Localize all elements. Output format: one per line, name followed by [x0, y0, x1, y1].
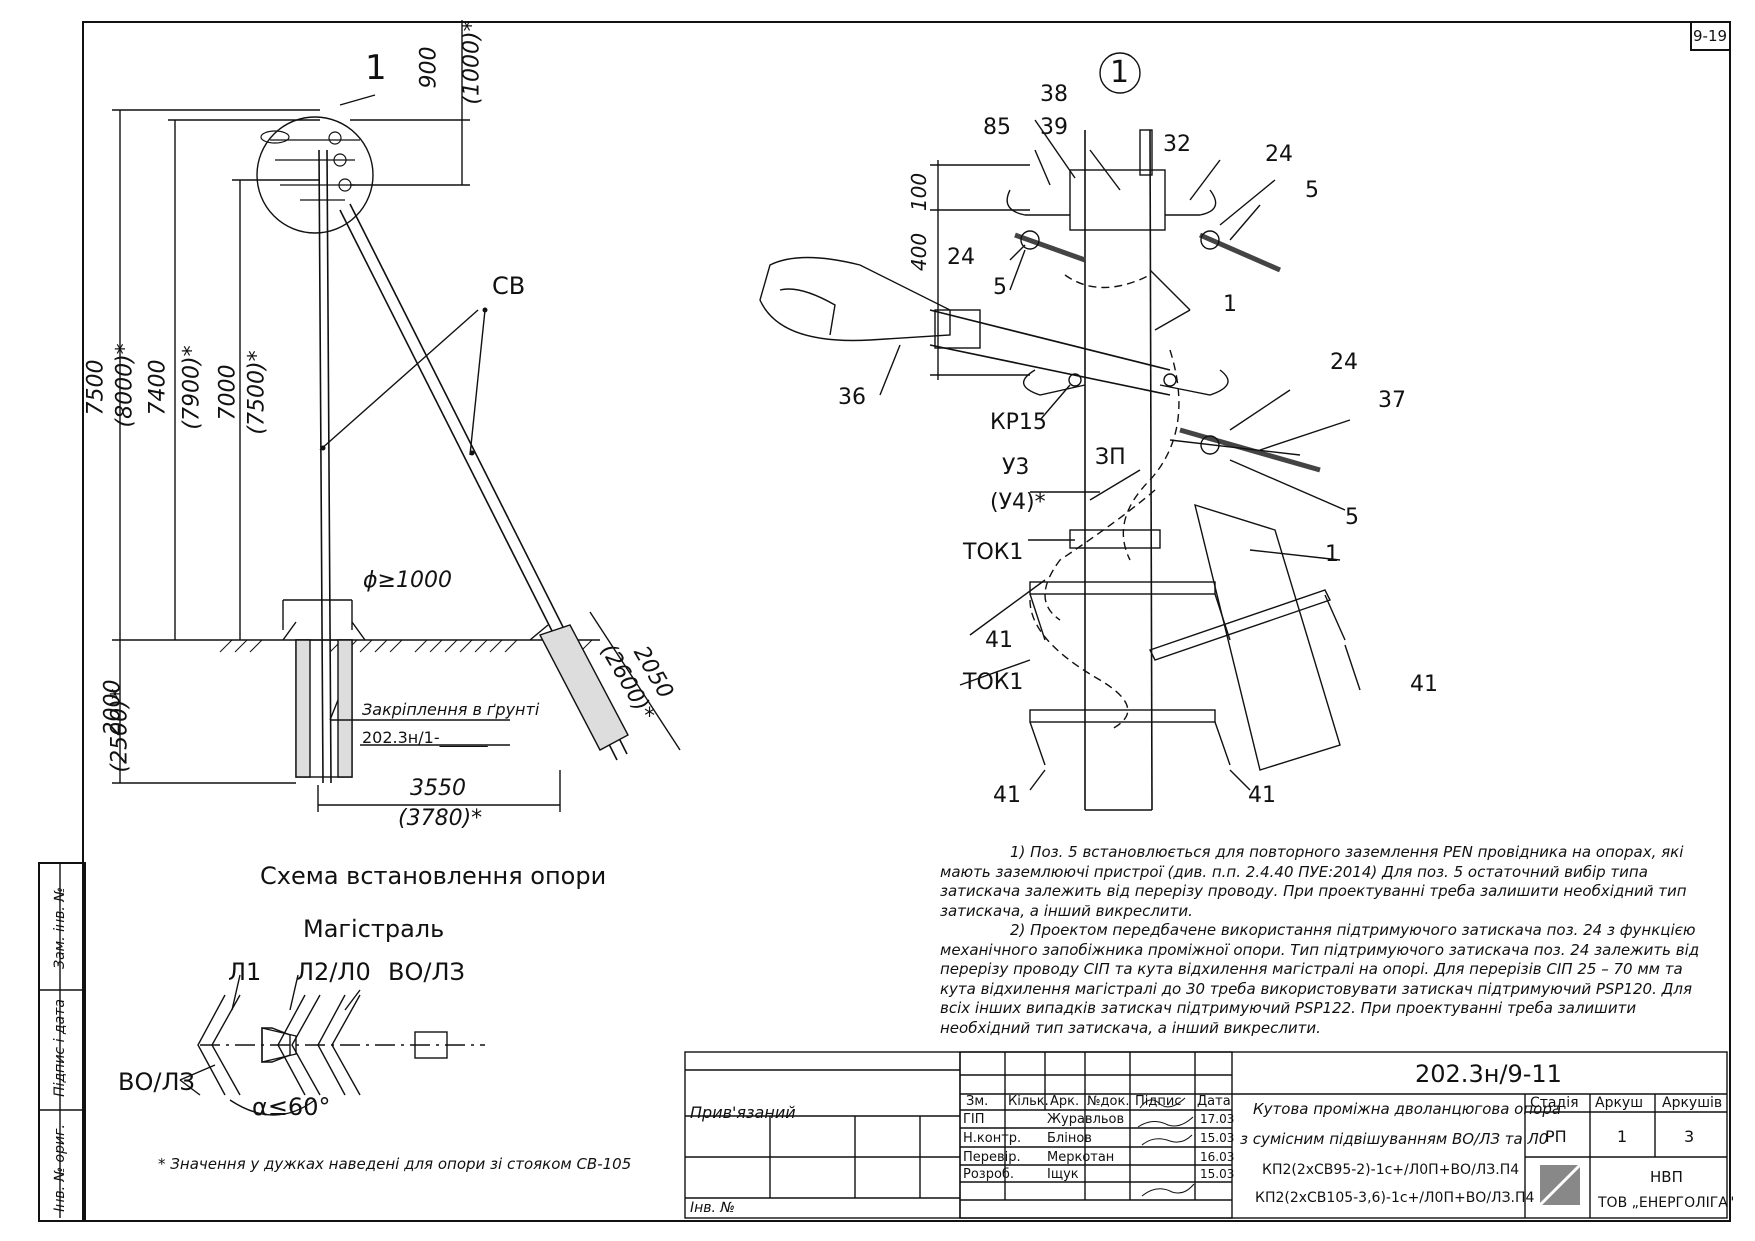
scheme-dim-h2-alt: (7900)* — [179, 345, 205, 430]
detail-tok1a: ТОК1 — [963, 540, 1024, 565]
detail-p24b: 24 — [947, 245, 975, 270]
detail-p24c: 24 — [1330, 350, 1358, 375]
detail-p41a: 41 — [985, 628, 1013, 653]
mag-title: Магістраль — [303, 915, 445, 943]
tb-h-sign: Підпис — [1135, 1094, 1182, 1109]
tb-name-1: Блінов — [1047, 1131, 1092, 1146]
scheme-dim-base: 3550 — [410, 776, 466, 801]
detail-u3: У3 — [1002, 455, 1030, 480]
detail-d400: 400 — [907, 232, 932, 272]
tb-bound: Прив'язаний — [690, 1103, 796, 1122]
mag-volz-left: ВО/ЛЗ — [118, 1068, 195, 1096]
detail-p5c: 5 — [1345, 505, 1359, 530]
scheme-title: Схема встановлення опори — [260, 862, 607, 890]
detail-p24a: 24 — [1265, 142, 1293, 167]
tb-title-3: КП2(2хСВ105-3,6)-1с+/Л0П+ВО/ЛЗ.П4 — [1255, 1190, 1535, 1206]
mag-l2l0: Л2/Л0 — [296, 958, 371, 986]
tb-sheet: 1 — [1617, 1127, 1628, 1146]
tb-title-2: КП2(2хСВ95-2)-1с+/Л0П+ВО/ЛЗ.П4 — [1262, 1162, 1520, 1178]
left-strip — [38, 862, 86, 1222]
tb-h-ark: Арк. — [1050, 1094, 1080, 1109]
tb-date-3: 15.03 — [1200, 1167, 1235, 1181]
detail-p37: 37 — [1378, 388, 1406, 413]
detail-p36: 36 — [838, 385, 866, 410]
tb-name-2: Меркотан — [1047, 1150, 1115, 1165]
footnote: * Значення у дужках наведені для опори з… — [158, 1155, 632, 1173]
detail-p38: 38 — [1040, 82, 1068, 107]
tb-date-0: 17.03 — [1200, 1112, 1235, 1126]
tb-date-2: 16.03 — [1200, 1150, 1235, 1164]
scheme-dim-h1-alt: (8000)* — [112, 343, 138, 428]
scheme-dim-h2: 7400 — [145, 359, 171, 416]
detail-p32: 32 — [1163, 132, 1191, 157]
tb-stage: РП — [1545, 1127, 1567, 1146]
detail-p1b: 1 — [1325, 542, 1339, 567]
detail-p85: 85 — [983, 115, 1011, 140]
detail-callout: 1 — [1110, 55, 1130, 90]
notes-block: 1) Поз. 5 встановлюється для повторного … — [940, 843, 1722, 1038]
tb-doc-code: 202.3н/9-11 — [1415, 1060, 1562, 1088]
scheme-dim-h3: 7000 — [215, 364, 241, 421]
tb-sheets-h: Аркушів — [1662, 1095, 1723, 1111]
detail-p1a: 1 — [1223, 292, 1237, 317]
tb-role-1: Н.контр. — [963, 1131, 1022, 1146]
scheme-dim-ground-alt: (2500)* — [107, 688, 133, 773]
scheme-dim-h3-alt: (7500)* — [244, 350, 270, 435]
scheme-fix-ref: 202.3н/1-______ — [362, 728, 488, 747]
mag-volz-top: ВО/ЛЗ — [388, 958, 465, 986]
tb-h-zm: Зм. — [966, 1094, 989, 1109]
scheme-label-sv: СВ — [492, 272, 526, 300]
tb-role-2: Перевір. — [963, 1150, 1021, 1165]
sheet-code-box — [1690, 21, 1729, 51]
detail-u4: (У4)* — [990, 490, 1046, 515]
scheme-dim-h1: 7500 — [83, 359, 109, 416]
tb-h-ndoc: №док. — [1087, 1094, 1130, 1109]
tb-role-0: ГІП — [963, 1112, 985, 1127]
scheme-fix-label: Закріплення в ґрунті — [362, 700, 540, 719]
tb-inv-no: Інв. № — [690, 1200, 735, 1216]
note-2: 2) Проектом передбачене використання під… — [940, 921, 1700, 1037]
note-1: 1) Поз. 5 встановлюється для повторного … — [940, 843, 1687, 920]
sheet-code: 9-19 — [1693, 27, 1728, 45]
detail-tok1b: ТОК1 — [963, 670, 1024, 695]
tb-org2: ТОВ „ЕНЕРГОЛІГА" — [1598, 1195, 1735, 1211]
tb-stage-h: Стадія — [1530, 1095, 1579, 1111]
tb-sheet-h: Аркуш — [1595, 1095, 1644, 1111]
tb-name-3: Іщук — [1047, 1167, 1079, 1182]
detail-kp15: КР15 — [990, 410, 1047, 435]
detail-p41b: 41 — [1410, 672, 1438, 697]
detail-d100: 100 — [907, 172, 932, 212]
scheme-diameter: ϕ≥1000 — [363, 568, 452, 593]
scheme-callout: 1 — [365, 48, 387, 88]
detail-p5b: 5 — [993, 275, 1007, 300]
tb-role-3: Розроб. — [963, 1167, 1015, 1182]
detail-p41c: 41 — [993, 783, 1021, 808]
tb-name-0: Журавльов — [1047, 1112, 1125, 1127]
tb-title-0: Кутова проміжна дволанцюгова опора — [1253, 1100, 1562, 1118]
scheme-dim-top-alt: (1000)* — [459, 20, 485, 105]
drawing-frame — [82, 21, 1731, 1222]
tb-sheets: 3 — [1684, 1127, 1695, 1146]
tb-h-kilk: Кільк. — [1008, 1094, 1049, 1109]
tb-date-1: 15.03 — [1200, 1131, 1235, 1145]
detail-zp: ЗП — [1095, 445, 1126, 470]
scheme-dim-top: 900 — [416, 46, 442, 89]
tb-h-date: Дата — [1197, 1094, 1231, 1109]
scheme-dim-base-alt: (3780)* — [398, 806, 483, 831]
mag-angle: α≤60° — [252, 1093, 331, 1121]
tb-org1: НВП — [1650, 1168, 1683, 1186]
detail-p41d: 41 — [1248, 783, 1276, 808]
detail-p39: 39 — [1040, 115, 1068, 140]
mag-l1: Л1 — [228, 958, 262, 986]
detail-p5a: 5 — [1305, 178, 1319, 203]
tb-title-1: з сумісним підвішуванням ВО/ЛЗ та Л0 — [1240, 1130, 1549, 1148]
